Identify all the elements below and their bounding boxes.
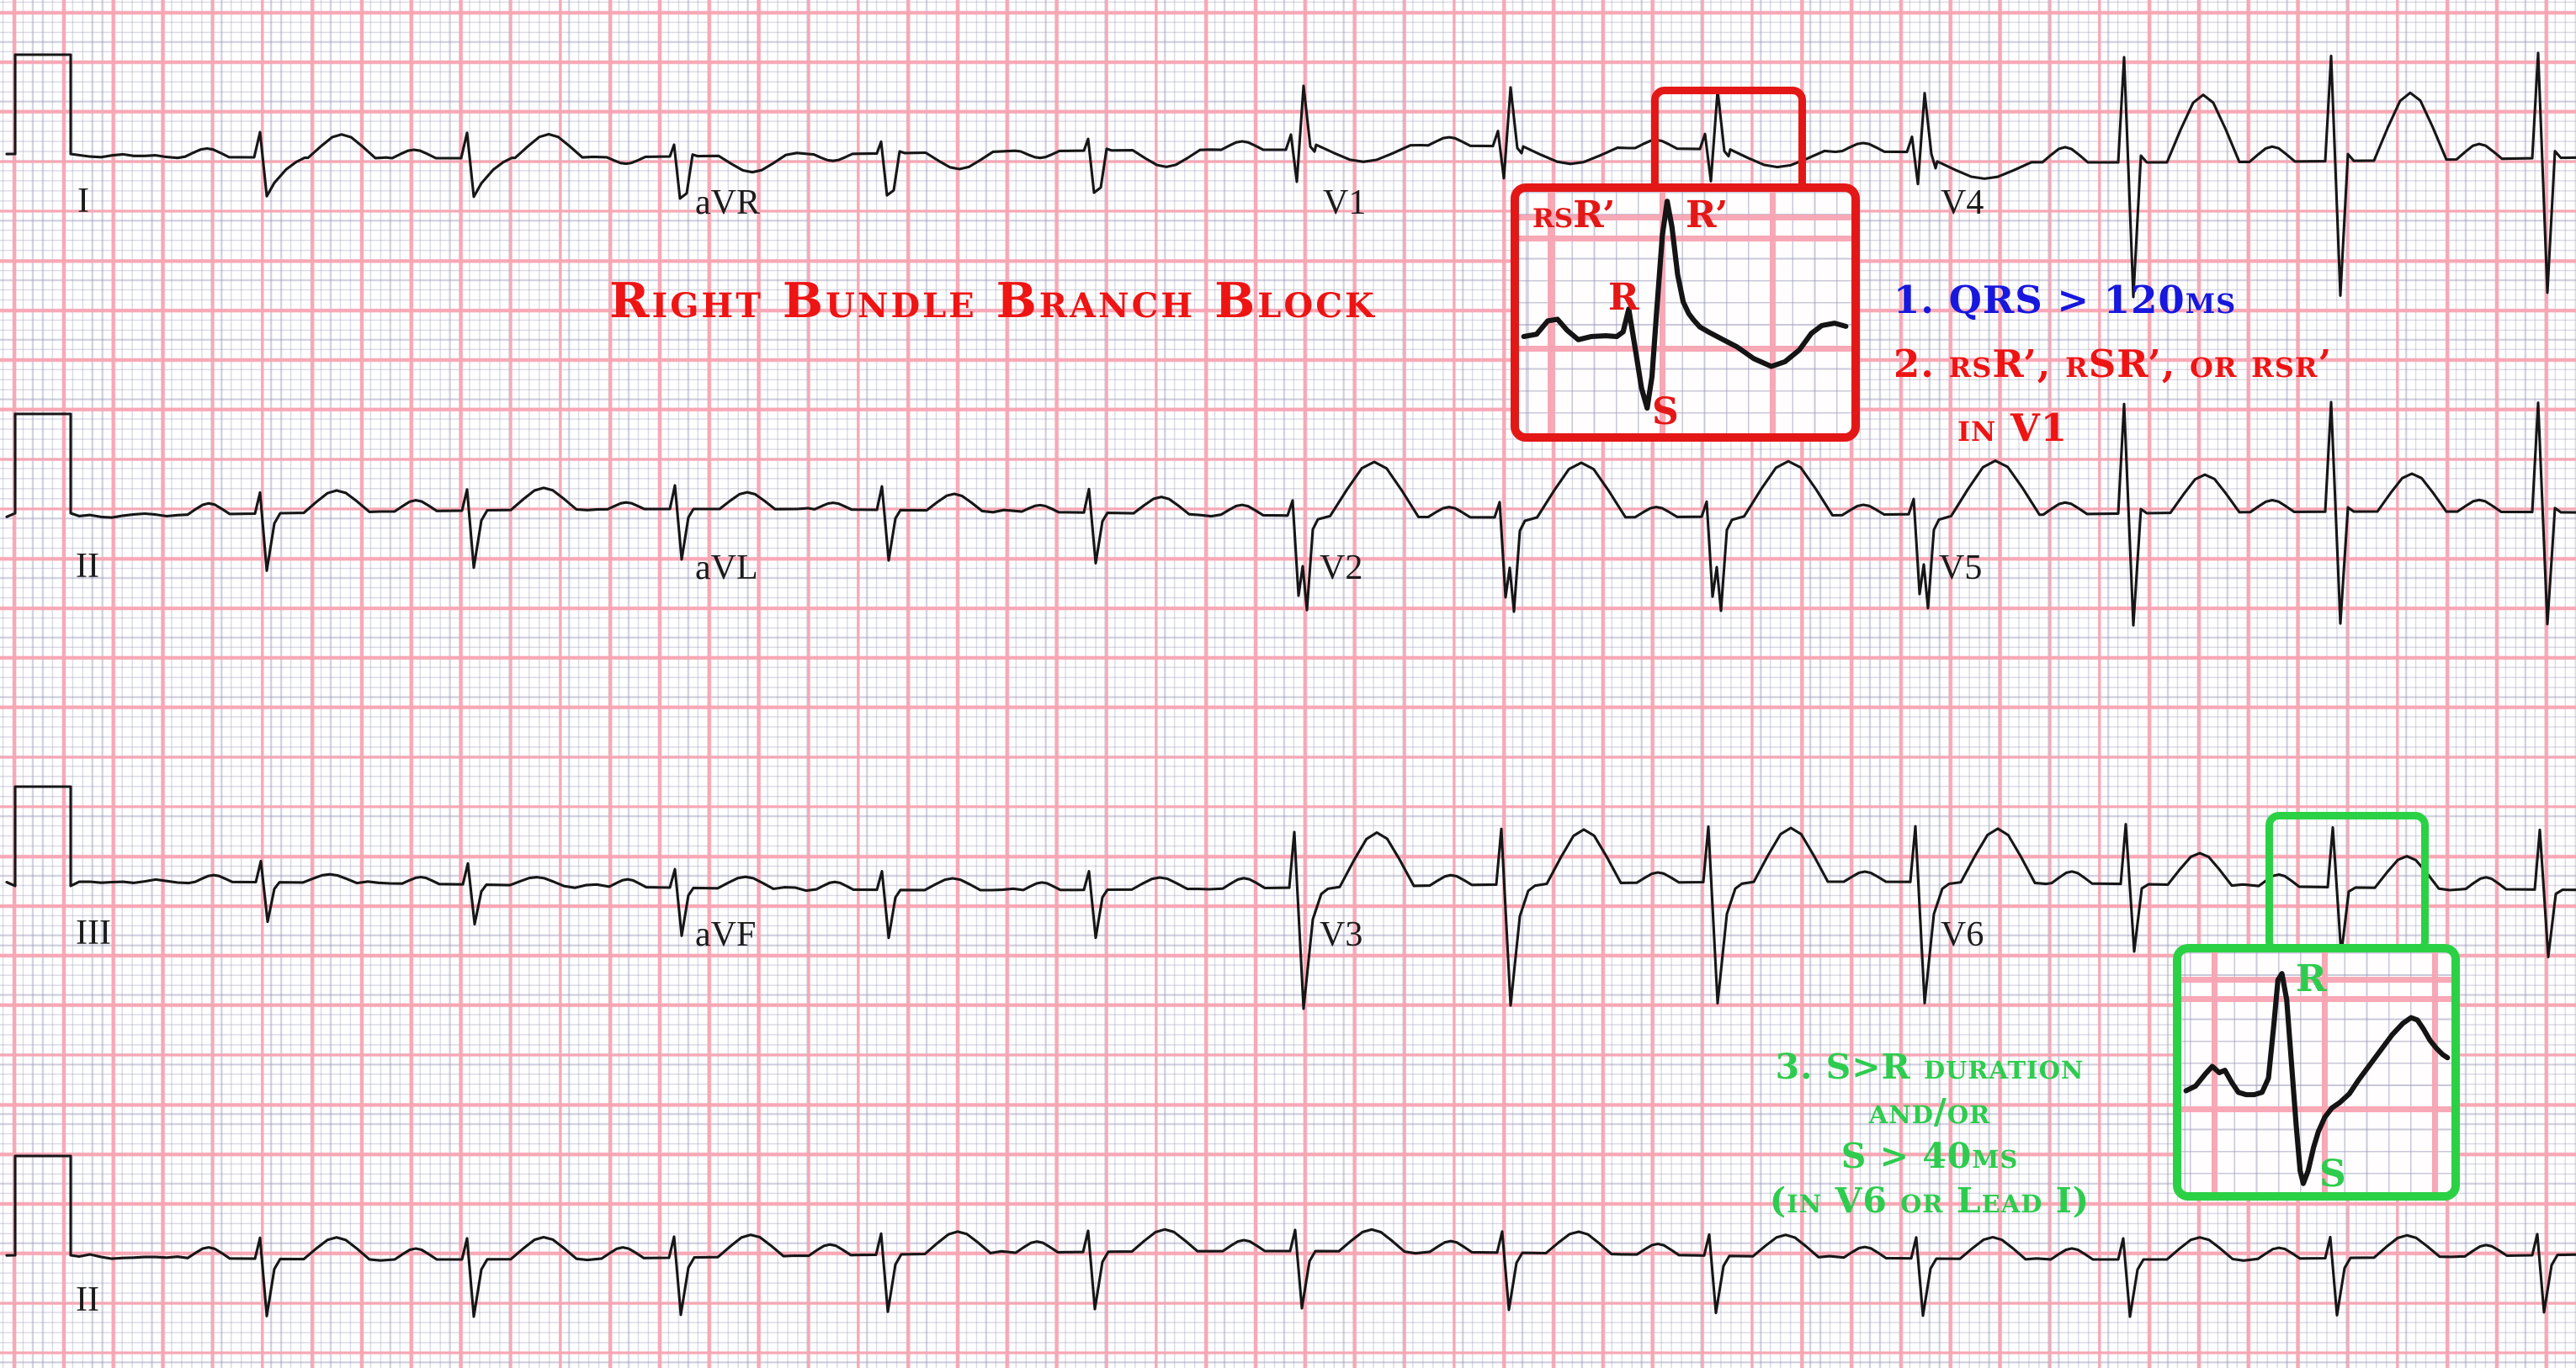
ecg-trace-row2 bbox=[5, 400, 2576, 627]
lead-label: II bbox=[76, 1281, 99, 1319]
ecg-trace-row4 bbox=[5, 1154, 2576, 1318]
criterion-3-line2: and/or bbox=[1868, 1091, 1991, 1132]
lead-label: V2 bbox=[1320, 549, 1363, 587]
lead-label: aVL bbox=[695, 549, 758, 587]
lead-label: III bbox=[76, 914, 111, 952]
page-title: Right Bundle Branch Block bbox=[609, 273, 1377, 329]
criterion-2-rsr-pattern: 2. rsR’, rSR’, or rsr’ bbox=[1893, 342, 2333, 386]
lead-label: II bbox=[76, 547, 99, 586]
v1-zoom-waveform bbox=[1521, 199, 1849, 411]
criterion-3-line1: 3. S>R duration bbox=[1775, 1047, 2085, 1087]
zoomed-qrs-trace bbox=[1521, 199, 1849, 411]
criterion-2-lead: in V1 bbox=[1957, 406, 2069, 450]
criterion-1-qrs-duration: 1. QRS > 120ms bbox=[1893, 278, 2237, 322]
ecg-trace-row1 bbox=[5, 51, 2576, 299]
v6-zoom-inset: R S bbox=[2173, 944, 2460, 1201]
lead-label: aVF bbox=[695, 915, 757, 954]
lead-label: V4 bbox=[1941, 183, 1984, 222]
v1-zoom-inset: rsR’ R’ R S bbox=[1511, 183, 1860, 442]
lead-label: I bbox=[77, 182, 89, 220]
v1-pattern-label: rsR’ bbox=[1532, 194, 1616, 236]
lead-label: V6 bbox=[1941, 915, 1984, 954]
v6-qrs-highlight-box bbox=[2265, 812, 2429, 955]
lead-label: V5 bbox=[1939, 549, 1983, 587]
lead-label: V3 bbox=[1320, 915, 1363, 954]
v6-r-label: R bbox=[2296, 957, 2327, 1000]
v1-s-label: S bbox=[1652, 390, 1679, 433]
lead-label: aVR bbox=[695, 183, 760, 222]
ecg-trace-row3 bbox=[5, 785, 2576, 1010]
v1-qrs-highlight-box bbox=[1651, 87, 1806, 198]
criterion-3-line3: S > 40ms bbox=[1840, 1136, 2019, 1176]
criterion-3-s-wave: 3. S>R duration and/or S > 40ms (in V6 o… bbox=[1692, 1045, 2168, 1223]
v6-s-label: S bbox=[2319, 1153, 2346, 1196]
zoomed-qrs-trace bbox=[2183, 971, 2451, 1186]
v1-r-prime-label: R’ bbox=[1686, 194, 1729, 236]
v1-r-label: R bbox=[1608, 276, 1639, 319]
criterion-3-line4: (in V6 or Lead I) bbox=[1769, 1180, 2090, 1221]
lead-label: V1 bbox=[1323, 183, 1367, 222]
v6-zoom-waveform bbox=[2183, 971, 2451, 1186]
